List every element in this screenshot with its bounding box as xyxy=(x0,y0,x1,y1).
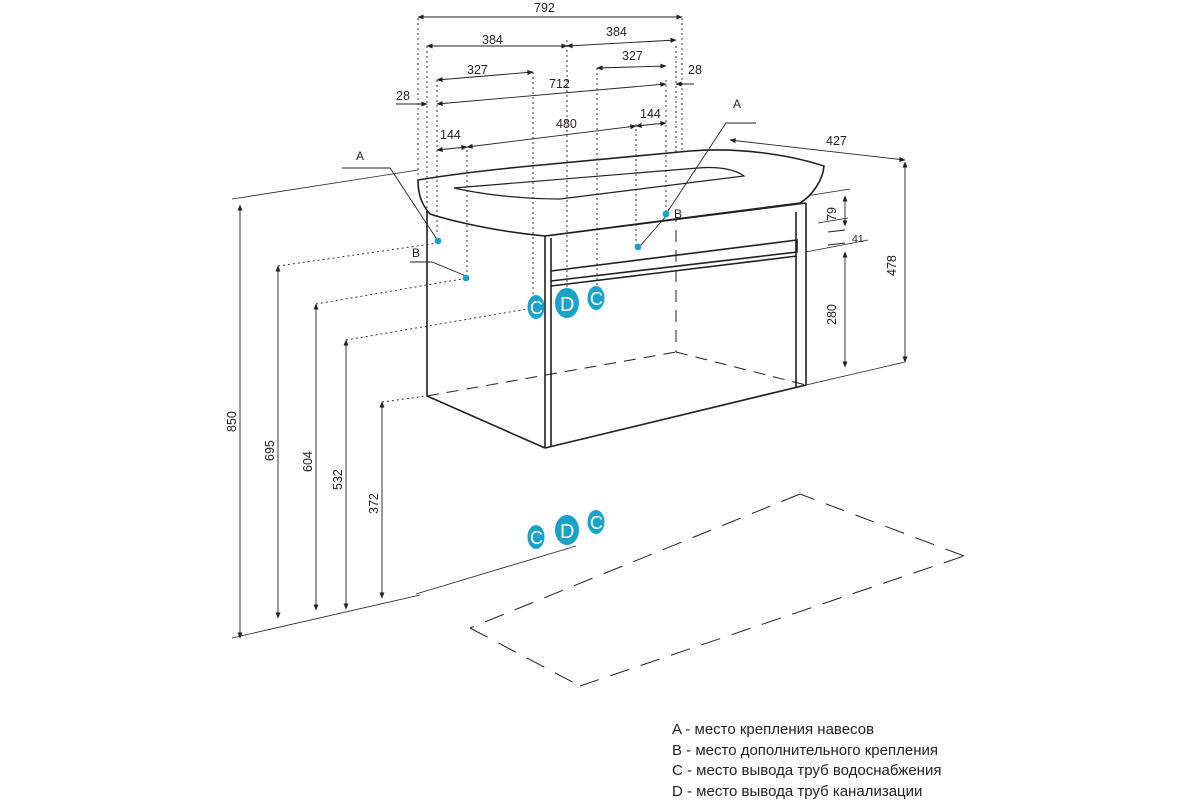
top-dimensions xyxy=(396,14,906,300)
dim-mount-span: 712 xyxy=(549,77,570,91)
pipe-markers-floor: C D C xyxy=(527,510,605,549)
dim-drawer-height: 280 xyxy=(825,304,839,325)
dim-half-left: 384 xyxy=(482,33,503,47)
left-dimensions xyxy=(237,204,534,639)
marker-c-wall-left: C xyxy=(530,298,543,318)
marker-c-floor-left: C xyxy=(530,528,543,548)
dim-cabinet-height: 478 xyxy=(885,255,899,276)
dim-inner-left: 327 xyxy=(467,63,488,77)
dim-total-width: 792 xyxy=(534,1,555,15)
legend-item-d: D - место вывода труб канализации xyxy=(672,782,923,800)
legend-item-b: B - место дополнительного крепления xyxy=(672,741,938,759)
basin xyxy=(417,149,825,237)
dim-half-right: 384 xyxy=(606,25,627,39)
dim-side-right: 144 xyxy=(640,107,661,121)
dim-center-span: 480 xyxy=(556,117,577,131)
label-b-right: B xyxy=(674,207,682,221)
dim-offset-left: 28 xyxy=(396,89,410,103)
dim-inner-right: 327 xyxy=(622,49,643,63)
dim-floor-to-bottom: 372 xyxy=(367,493,381,514)
dim-depth: 427 xyxy=(826,134,847,148)
marker-c-wall-right: C xyxy=(590,289,603,309)
pipe-markers-wall: C D C xyxy=(527,286,605,319)
dim-floor-to-top: 850 xyxy=(225,411,239,432)
marker-c-floor-right: C xyxy=(590,513,603,533)
floor-projection xyxy=(469,493,965,687)
marker-d-wall: D xyxy=(560,294,574,316)
mount-point-leaders xyxy=(342,122,756,277)
label-a-right: A xyxy=(733,97,741,111)
dim-floor-to-a: 695 xyxy=(263,440,277,461)
legend-item-c: C - место вывода труб водоснабжения xyxy=(672,762,942,779)
perspective-guides xyxy=(231,169,906,639)
marker-d-floor: D xyxy=(560,521,574,543)
dim-side-left: 144 xyxy=(440,128,461,142)
legend-item-a: A - место крепления навесов xyxy=(672,721,875,738)
right-dimensions xyxy=(827,161,908,368)
mount-point-b-right xyxy=(634,243,642,251)
dim-drawer-gap: 41 xyxy=(852,233,864,245)
dim-basin-height: 79 xyxy=(825,207,839,221)
hidden-edges xyxy=(426,150,807,397)
legend: A - место крепления навесов B - место до… xyxy=(672,720,941,802)
mount-point-a-left xyxy=(434,237,442,245)
dim-floor-to-b: 604 xyxy=(301,451,315,472)
mount-dots xyxy=(434,210,670,282)
cabinet xyxy=(426,202,807,449)
dim-offset-right: 28 xyxy=(688,63,702,77)
mount-point-a-right xyxy=(662,210,670,218)
dim-floor-to-c: 532 xyxy=(331,469,345,490)
label-b-left: B xyxy=(412,246,420,260)
mount-point-b-left xyxy=(462,274,470,282)
label-a-left: A xyxy=(356,149,364,163)
